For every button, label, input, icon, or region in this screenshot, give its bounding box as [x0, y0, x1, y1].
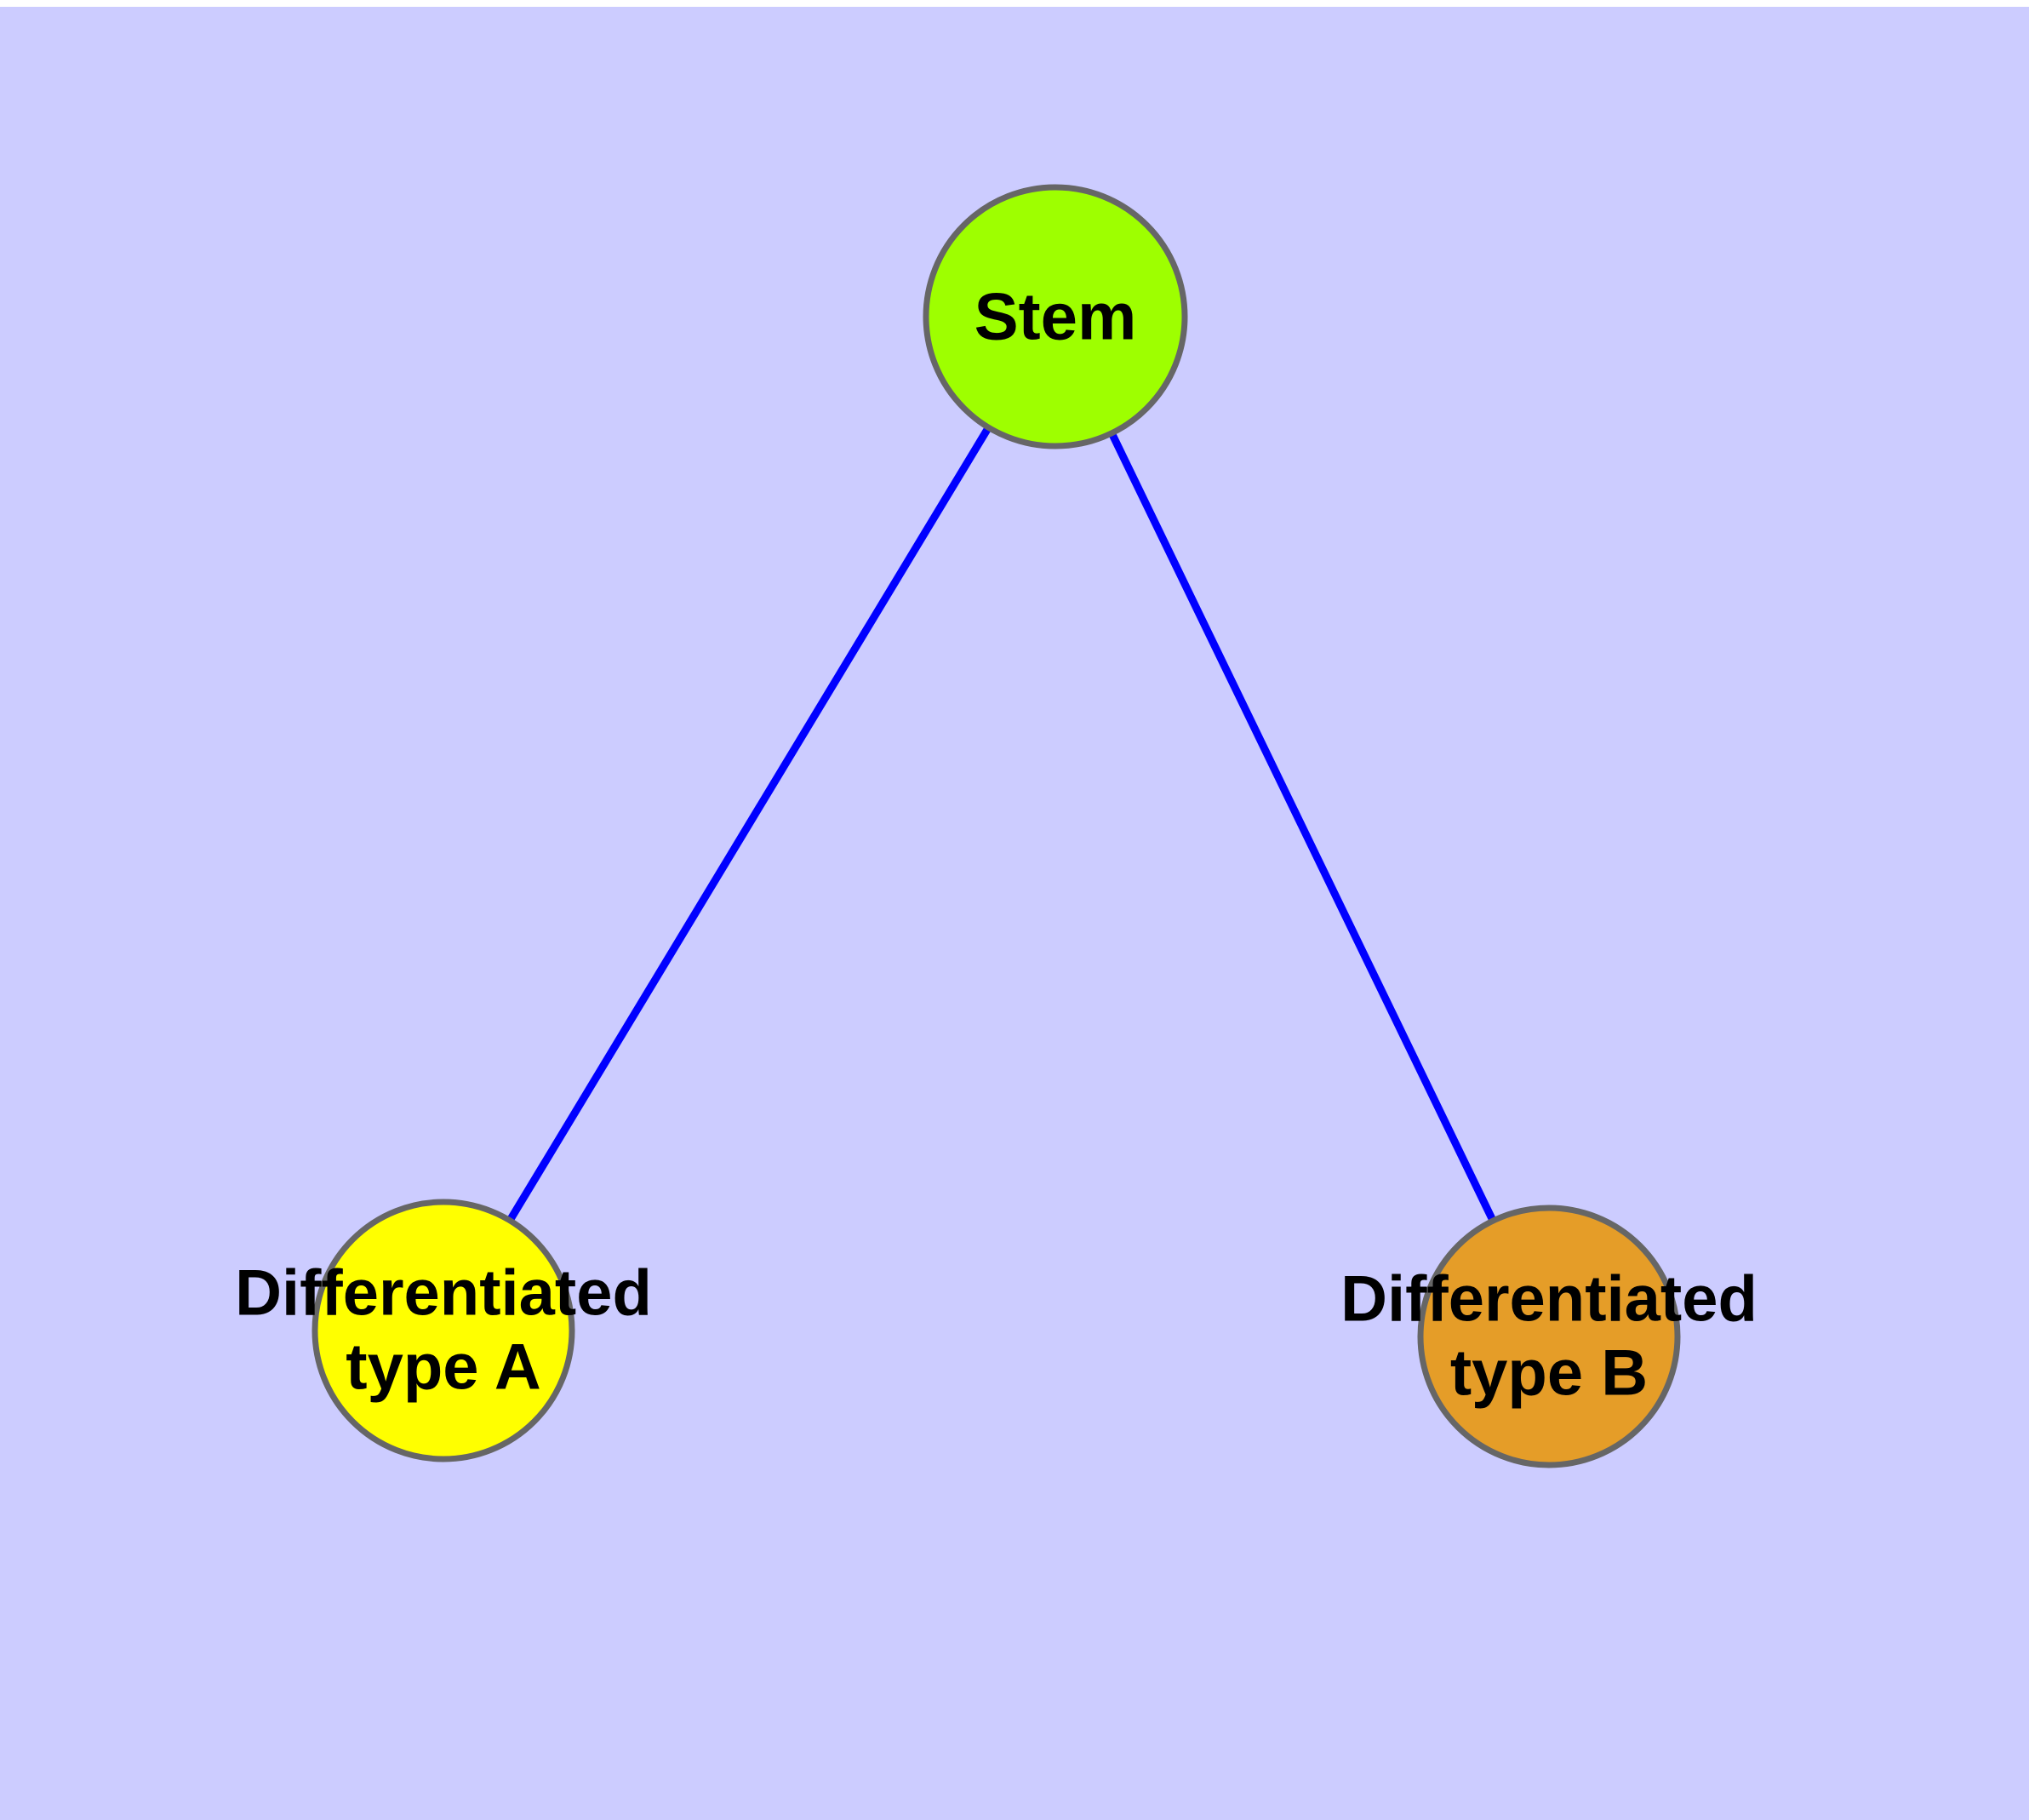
node-differentiated-type-b[interactable] — [1417, 1205, 1681, 1468]
edge-group — [506, 425, 1497, 1223]
node-differentiated-type-a[interactable] — [311, 1199, 575, 1462]
edge-stem-to-differentiated-b[interactable] — [1108, 431, 1497, 1223]
edge-stem-to-differentiated-a[interactable] — [506, 425, 992, 1223]
node-stem[interactable] — [923, 184, 1188, 449]
node-group — [311, 184, 1681, 1468]
